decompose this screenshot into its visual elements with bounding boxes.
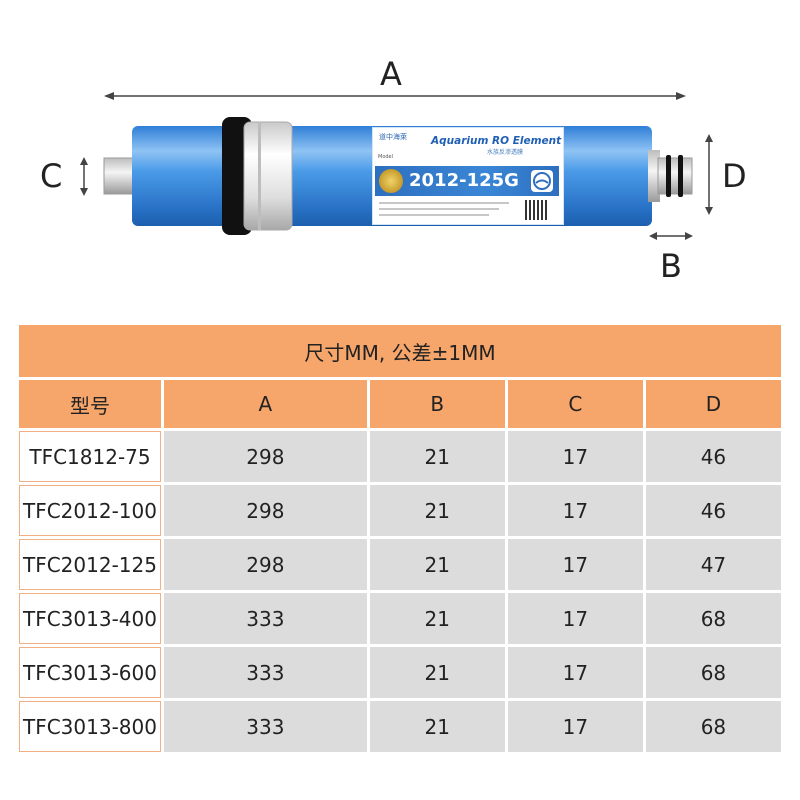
value-b: 21 bbox=[369, 485, 505, 536]
value-b: 21 bbox=[369, 647, 505, 698]
dimension-b-label: B bbox=[660, 247, 682, 285]
model-tag: Model bbox=[378, 154, 394, 160]
table-row: TFC2012-100 298 21 17 46 bbox=[19, 485, 781, 536]
model-cell: TFC1812-75 bbox=[19, 431, 161, 482]
value-b: 21 bbox=[369, 701, 505, 752]
table-row: TFC3013-600 333 21 17 68 bbox=[19, 647, 781, 698]
value-b: 21 bbox=[369, 593, 505, 644]
element-title: Aquarium RO Element bbox=[431, 135, 562, 147]
model-cell: TFC2012-125 bbox=[19, 539, 161, 590]
table-row: TFC3013-400 333 21 17 68 bbox=[19, 593, 781, 644]
product-label: 道中海萊 Aquarium RO Element 水族反渗透膜 Model 20… bbox=[372, 127, 564, 225]
brand-name: 道中海萊 bbox=[379, 133, 407, 141]
value-d: 68 bbox=[645, 593, 781, 644]
header-b: B bbox=[369, 380, 505, 428]
brand-logo-icon bbox=[531, 170, 553, 192]
fine-print-line bbox=[379, 208, 499, 210]
value-b: 21 bbox=[369, 431, 505, 482]
table-title-row: 尺寸MM, 公差±1MM bbox=[19, 325, 781, 377]
value-b: 21 bbox=[369, 539, 505, 590]
brine-seal-fitting bbox=[243, 121, 293, 231]
value-d: 68 bbox=[645, 701, 781, 752]
dimension-b-arrow bbox=[649, 232, 693, 240]
membrane-dimension-diagram: A C D B 道中海萊 Aquarium RO Element 水族反渗透膜 … bbox=[0, 0, 800, 300]
value-d: 68 bbox=[645, 647, 781, 698]
dimension-c-arrow bbox=[80, 157, 88, 196]
right-outlet-pipe bbox=[657, 157, 693, 195]
model-strip: 2012-125G bbox=[375, 166, 559, 196]
value-a: 298 bbox=[164, 431, 367, 482]
header-c: C bbox=[507, 380, 643, 428]
dimension-d-arrow bbox=[705, 134, 713, 215]
table-title: 尺寸MM, 公差±1MM bbox=[19, 325, 781, 377]
header-a: A bbox=[164, 380, 367, 428]
o-ring-1 bbox=[666, 155, 671, 197]
value-a: 298 bbox=[164, 539, 367, 590]
model-cell: TFC3013-800 bbox=[19, 701, 161, 752]
left-inlet-pipe bbox=[103, 157, 137, 195]
value-a: 333 bbox=[164, 647, 367, 698]
fine-print-line bbox=[379, 214, 489, 216]
value-a: 298 bbox=[164, 485, 367, 536]
o-ring-2 bbox=[678, 155, 683, 197]
right-end-cap bbox=[648, 150, 660, 202]
table-row: TFC3013-800 333 21 17 68 bbox=[19, 701, 781, 752]
value-c: 17 bbox=[507, 701, 643, 752]
dimension-d-label: D bbox=[722, 157, 747, 195]
model-cell: TFC3013-400 bbox=[19, 593, 161, 644]
table-row: TFC2012-125 298 21 17 47 bbox=[19, 539, 781, 590]
dimension-a-label: A bbox=[380, 55, 402, 93]
quality-seal-icon bbox=[379, 169, 403, 193]
value-c: 17 bbox=[507, 485, 643, 536]
value-c: 17 bbox=[507, 431, 643, 482]
value-d: 46 bbox=[645, 431, 781, 482]
value-c: 17 bbox=[507, 593, 643, 644]
model-cell: TFC2012-100 bbox=[19, 485, 161, 536]
qr-code-icon bbox=[525, 200, 547, 220]
model-cell: TFC3013-600 bbox=[19, 647, 161, 698]
value-a: 333 bbox=[164, 593, 367, 644]
value-d: 47 bbox=[645, 539, 781, 590]
spec-table: 尺寸MM, 公差±1MM 型号 A B C D TFC1812-75 298 2… bbox=[16, 322, 784, 755]
value-c: 17 bbox=[507, 647, 643, 698]
model-number: 2012-125G bbox=[409, 170, 519, 191]
header-d: D bbox=[645, 380, 781, 428]
element-subtitle: 水族反渗透膜 bbox=[487, 149, 524, 156]
table-row: TFC1812-75 298 21 17 46 bbox=[19, 431, 781, 482]
value-c: 17 bbox=[507, 539, 643, 590]
table-header-row: 型号 A B C D bbox=[19, 380, 781, 428]
value-a: 333 bbox=[164, 701, 367, 752]
dimension-c-label: C bbox=[40, 157, 63, 195]
header-model: 型号 bbox=[19, 380, 161, 428]
fine-print-line bbox=[379, 202, 509, 204]
dimension-a-arrow bbox=[104, 92, 686, 100]
value-d: 46 bbox=[645, 485, 781, 536]
